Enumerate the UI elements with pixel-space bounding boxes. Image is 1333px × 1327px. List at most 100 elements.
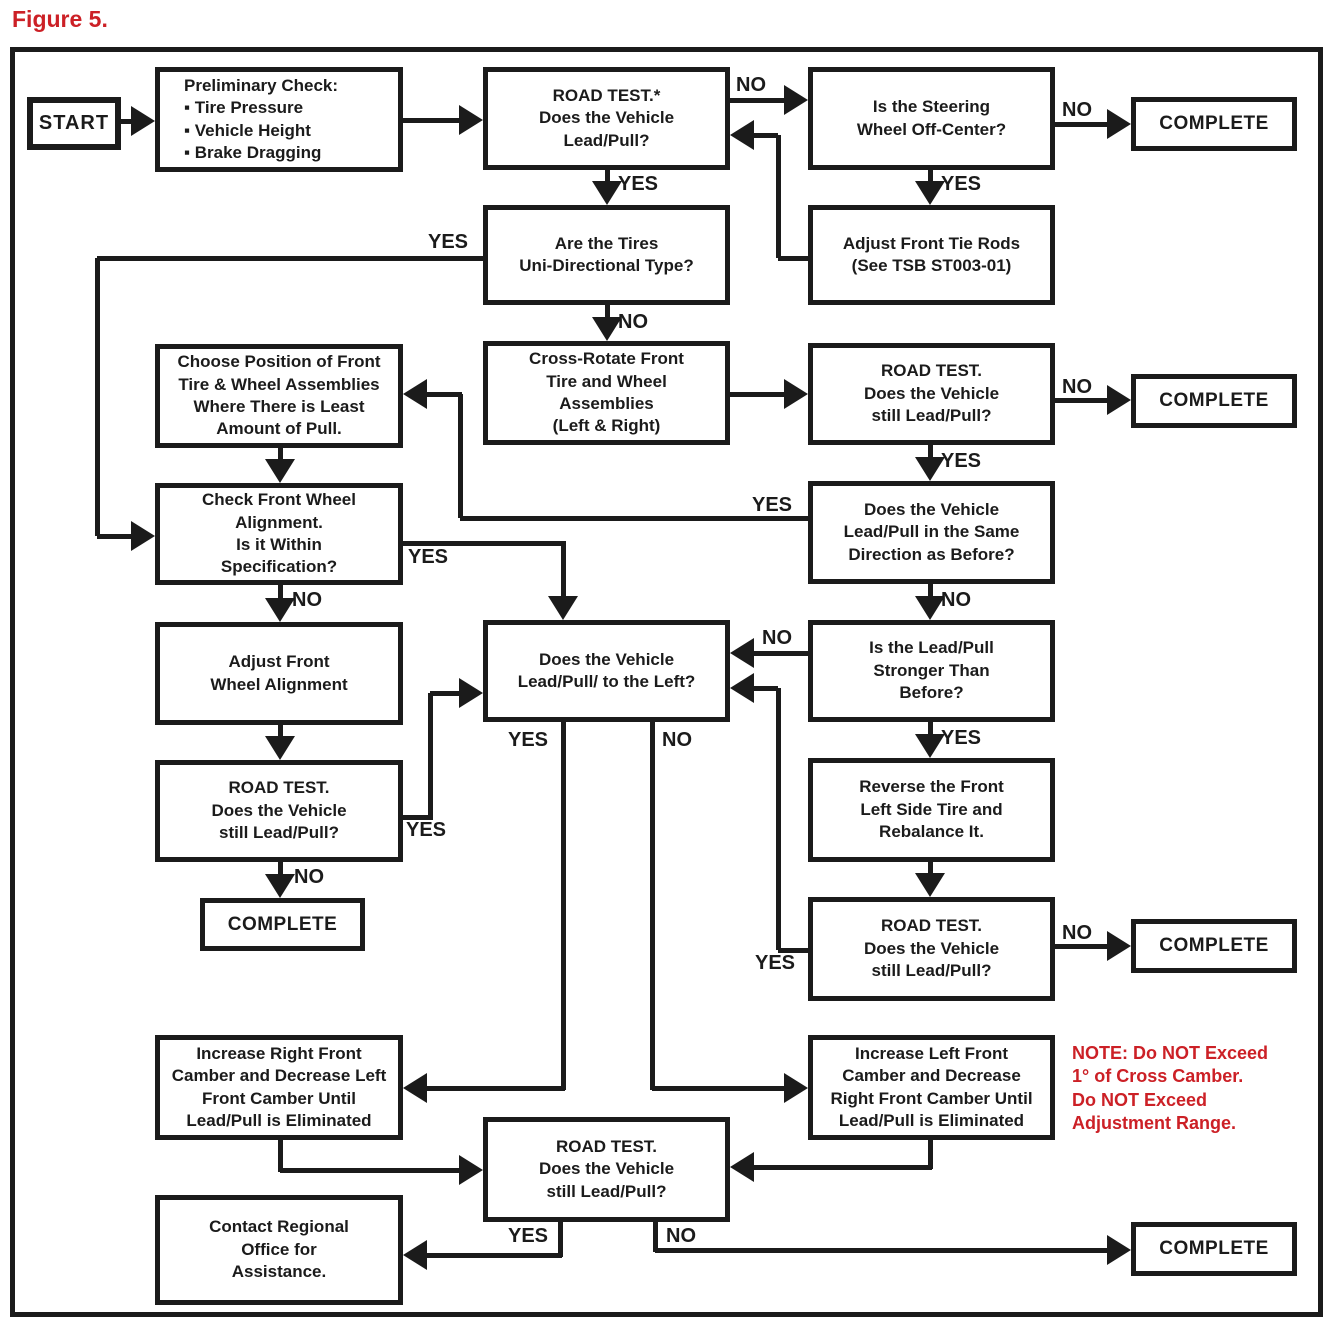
arrowhead-right [459,105,483,135]
arrowhead-right [131,521,155,551]
node-contact-regional: Contact Regional Office for Assistance. [155,1195,403,1305]
node-complete-final: COMPLETE [1131,1222,1297,1276]
arrowhead-right [459,1155,483,1185]
edge-label-initial-no: NO [736,74,766,96]
flow-line [754,133,778,138]
flow-line [403,118,460,123]
edge-label-reverse-rt-yes: YES [755,952,796,974]
arrowhead-down [915,596,945,620]
edge-label-samedir-no: NO [941,589,971,611]
flow-line [754,651,808,656]
flow-line [558,1222,563,1257]
arrowhead-down [592,181,622,205]
node-reverse-left-tire: Reverse the Front Left Side Tire and Reb… [808,758,1055,862]
node-adjust-alignment: Adjust Front Wheel Alignment [155,622,403,725]
arrowhead-left [403,1240,427,1270]
arrowhead-left [403,379,427,409]
flow-line [778,948,808,953]
node-road-test-after-rotate: ROAD TEST. Does the Vehicle still Lead/P… [808,343,1055,445]
node-road-test-after-reverse: ROAD TEST. Does the Vehicle still Lead/P… [808,897,1055,1001]
flow-line [605,305,610,319]
flow-line [754,1165,932,1170]
arrowhead-right [784,1073,808,1103]
arrowhead-right [1107,931,1131,961]
flow-line [650,722,655,1090]
flow-line [278,862,283,876]
edge-label-alignment-rt-no: NO [294,866,324,888]
arrowhead-left [730,1152,754,1182]
arrowhead-left [730,673,754,703]
edge-label-initial-yes: YES [618,173,659,195]
edge-label-alignment-rt-yes: YES [406,819,447,841]
flow-line [928,584,933,598]
arrowhead-down [265,874,295,898]
edge-label-check-yes: YES [408,546,449,568]
flow-line [97,256,483,261]
flow-line [655,1248,1109,1253]
flow-line [652,1086,786,1091]
flow-line [776,135,781,258]
flow-line [430,691,461,696]
node-stronger-than-before: Is the Lead/Pull Stronger Than Before? [808,620,1055,722]
edge-label-samedir-yes: YES [752,494,793,516]
node-complete-after-reverse: COMPLETE [1131,919,1297,973]
flow-line [460,516,808,521]
flow-line [928,170,933,183]
arrowhead-down [915,181,945,205]
flow-line [427,392,462,397]
flow-line [97,534,133,539]
flow-line [778,256,808,261]
flow-line [403,815,433,820]
node-complete-after-alignment: COMPLETE [200,898,365,951]
node-complete-after-rotate: COMPLETE [1131,374,1297,428]
node-lead-pull-left: Does the Vehicle Lead/Pull/ to the Left? [483,620,730,722]
node-check-alignment: Check Front Wheel Alignment. Is it Withi… [155,483,403,585]
arrowhead-down [915,734,945,758]
flow-line [928,445,933,459]
arrowhead-down [265,736,295,760]
node-adjust-tie-rods: Adjust Front Tie Rods (See TSB ST003-01) [808,205,1055,305]
diagram-border [10,47,1323,1317]
arrowhead-right [459,678,483,708]
edge-label-tires-no: NO [618,311,648,333]
edge-label-stronger-yes: YES [941,727,982,749]
node-complete-top: COMPLETE [1131,97,1297,151]
flow-line [605,170,610,183]
figure-title: Figure 5. [12,6,108,32]
node-choose-position: Choose Position of Front Tire & Wheel As… [155,344,403,448]
arrowhead-down [592,317,622,341]
edge-label-final-rt-yes: YES [508,1225,549,1247]
arrowhead-down [915,873,945,897]
node-start: START [27,97,121,150]
node-road-test-final: ROAD TEST. Does the Vehicle still Lead/P… [483,1117,730,1222]
flow-line [1055,122,1109,127]
flow-line [928,1140,933,1169]
node-increase-left-camber: Increase Left Front Camber and Decrease … [808,1035,1055,1140]
arrowhead-left [403,1073,427,1103]
node-tires-unidirectional: Are the Tires Uni-Directional Type? [483,205,730,305]
flow-line [754,686,778,691]
edge-label-reverse-rt-no: NO [1062,922,1092,944]
flow-line [730,392,786,397]
arrowhead-down [265,459,295,483]
arrowhead-right [1107,109,1131,139]
arrowhead-left [730,638,754,668]
arrowhead-right [784,379,808,409]
edge-label-check-no: NO [292,589,322,611]
flow-line [561,543,566,598]
arrowhead-down [548,596,578,620]
flow-line [428,693,433,817]
arrowhead-down [915,457,945,481]
flow-line [278,1140,283,1172]
node-road-test-after-alignment: ROAD TEST. Does the Vehicle still Lead/P… [155,760,403,862]
flow-line [1055,944,1109,949]
camber-warning-note: NOTE: Do NOT Exceed 1° of Cross Camber. … [1072,1043,1269,1134]
flow-line [427,1253,562,1258]
edge-label-steering-yes: YES [941,173,982,195]
node-cross-rotate: Cross-Rotate Front Tire and Wheel Assemb… [483,341,730,445]
flow-line [121,119,133,124]
arrowhead-right [784,85,808,115]
flow-line [278,585,283,600]
edge-label-tires-yes: YES [428,231,469,253]
edge-label-rotate-no: NO [1062,376,1092,398]
